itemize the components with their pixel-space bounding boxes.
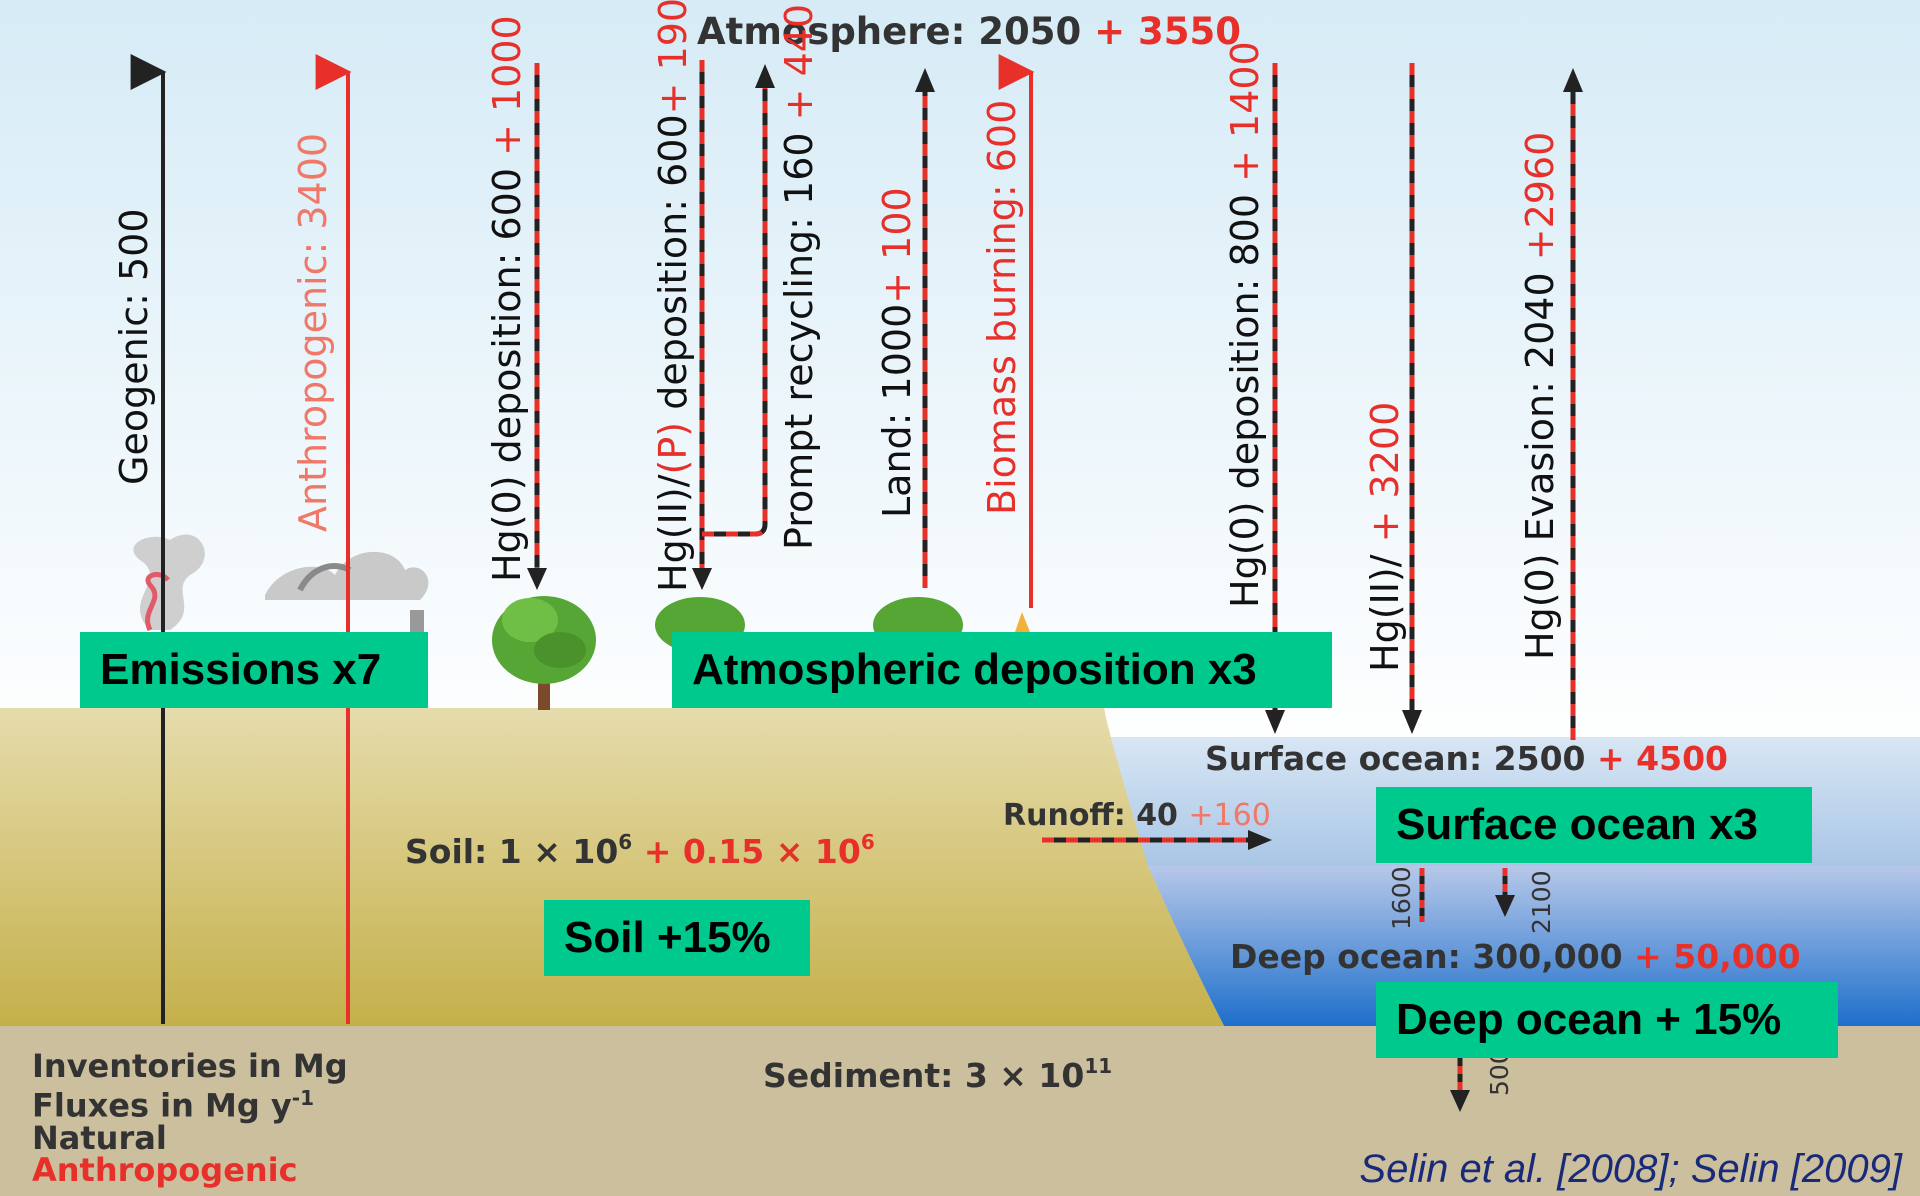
deep-ocean-label: Deep ocean: 300,000 + 50,000 [1230, 937, 1801, 976]
legend-fluxes-text: Fluxes in Mg y [32, 1086, 292, 1125]
surface-ocean-callout: Surface ocean x3 [1376, 787, 1812, 863]
emissions-callout-text: Emissions x7 [100, 645, 382, 694]
biomass-burning-label: Biomass burning: 600 [980, 100, 1024, 515]
citation: Selin et al. [2008]; Selin [2009] [1359, 1147, 1902, 1191]
runoff-arrow [1042, 830, 1272, 850]
hg0-ocean-deposition-label: Hg(0) deposition: 800 + 1400 [1223, 41, 1267, 608]
geogenic-label: Geogenic: 500 [112, 208, 156, 485]
soil-label: Soil: 1 × 106 + 0.15 × 106 [405, 830, 875, 871]
prompt-recycling-label: Prompt recycling: 160 + 440 [777, 4, 821, 550]
atm-deposition-callout: Atmospheric deposition x3 [672, 632, 1332, 708]
anthropogenic-label: Anthropogenic: 3400 [291, 133, 335, 532]
runoff-label: Runoff: 40 +160 [1003, 798, 1271, 833]
atmosphere-label: Atmosphere: 2050 + 3550 [697, 10, 1241, 53]
atm-deposition-callout-text: Atmospheric deposition x3 [692, 645, 1257, 694]
soil-callout-text: Soil +15% [564, 913, 771, 962]
tree-icon [492, 596, 596, 710]
soil-callout: Soil +15% [544, 900, 810, 976]
legend-natural: Natural [32, 1118, 167, 1157]
deep-ocean-callout: Deep ocean + 15% [1376, 982, 1838, 1058]
legend-fluxes: Fluxes in Mg y-1 [32, 1082, 348, 1122]
land-evasion-label: Land: 1000+ 100 [875, 187, 919, 518]
legend: Inventories in Mg Fluxes in Mg y-1 Natur… [32, 1050, 348, 1186]
surface-ocean-label: Surface ocean: 2500 + 4500 [1205, 739, 1728, 778]
hgii-land-deposition-label: Hg(II)/(P) deposition: 600+ 1900 [651, 0, 695, 592]
land-evasion-arrow [915, 68, 935, 588]
hg0-land-deposition-label: Hg(0) deposition: 600 + 1000 [485, 15, 529, 582]
hgii-ocean-deposition-arrow [1402, 63, 1422, 734]
ocean-evasion-arrow [1563, 68, 1583, 740]
legend-inventories: Inventories in Mg [32, 1047, 348, 1085]
upwelling-value: 1600 [1387, 866, 1416, 930]
hg0-ocean-deposition-arrow [1265, 63, 1285, 734]
deep-ocean-callout-text: Deep ocean + 15% [1396, 995, 1782, 1044]
downwelling-arrow [1495, 868, 1515, 917]
hgii-land-deposition-arrow [692, 60, 712, 590]
hgii-ocean-deposition-label: Hg(II)/ + 3200 [1363, 402, 1407, 672]
volcano-smoke-icon [133, 534, 205, 632]
prompt-recycling-arrow [702, 64, 775, 537]
soil-region [0, 708, 1225, 1028]
sediment-label: Sediment: 3 × 1011 [763, 1054, 1112, 1095]
fire-icon [1015, 612, 1030, 632]
emissions-callout: Emissions x7 [80, 632, 428, 708]
legend-anthropogenic: Anthropogenic [32, 1150, 298, 1189]
ocean-evasion-label: Hg(0) Evasion: 2040 +2960 [1518, 132, 1562, 660]
hg0-land-deposition-arrow [527, 63, 547, 590]
legend-fluxes-exp: -1 [291, 1086, 314, 1110]
surface-ocean-callout-text: Surface ocean x3 [1396, 800, 1758, 849]
downwelling-value: 2100 [1527, 870, 1556, 934]
